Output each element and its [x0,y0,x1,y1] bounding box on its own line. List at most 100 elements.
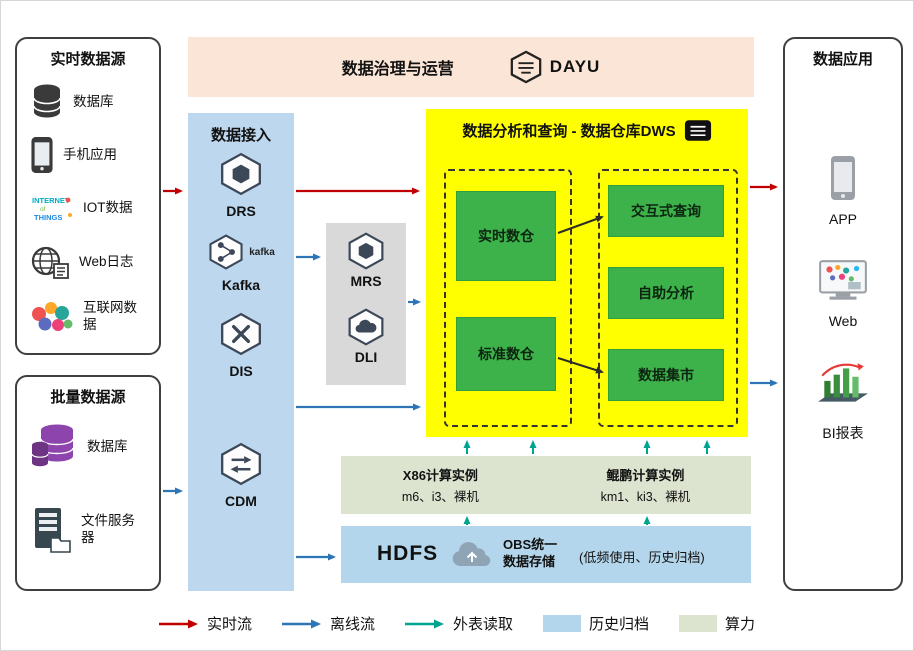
dis-icon [221,312,261,356]
governance-banner: 数据治理与运营 DAYU [188,37,754,97]
ingestion-column: 数据接入 DRS kafka Kafka DIS CDM [188,113,294,591]
ingestion-title: 数据接入 [210,127,271,144]
mobile-icon [31,137,53,173]
interactive-query-label: 交互式查询 [631,203,701,219]
service-label-dli: DLI [354,349,378,365]
red-arrow-icon [158,619,198,628]
legend-label: 离线流 [329,616,375,633]
x86-title: X86计算实例 [402,468,478,483]
applications-title: 数据应用 [812,51,873,68]
dli-icon [348,308,384,346]
dayu-logo: DAYU [509,49,601,85]
applications-panel: 数据应用 APP Web BI报表 [783,37,903,591]
kunpeng-title: 鲲鹏计算实例 [606,468,685,483]
obs-line2: 数据存储 [503,553,556,569]
governance-title: 数据治理与运营 [341,61,454,78]
cdm-icon [221,442,261,486]
dws-title-text: 数据分析和查询 - 数据仓库DWS [462,123,676,140]
web-icon [819,260,867,300]
kafka-icon [209,234,243,270]
iot-icon: INTERNET of THINGS [32,196,72,222]
processing-box: MRS DLI [326,223,406,385]
web-log-icon [31,246,69,279]
compute-swatch [679,615,718,632]
dayu-icon [510,50,542,84]
legend-label: 算力 [725,616,756,633]
svg-text:of: of [40,206,46,213]
source-label: 手机应用 [63,146,117,162]
list-item: 文件服务器 [30,503,155,557]
standard-warehouse-label: 标准数仓 [478,346,534,362]
internet-data-icon [32,302,73,331]
obs-line1: OBS统一 [503,537,558,552]
batch-sources-title: 批量数据源 [50,389,126,406]
source-label: Web日志 [79,253,134,269]
svg-text:INTERNET: INTERNET [32,196,70,205]
dws-box: 数据分析和查询 - 数据仓库DWS 实时数仓 标准数仓 交互式查询 自助分析 数… [426,109,748,437]
source-label: 数据库 [87,438,128,454]
dayu-text: DAYU [549,57,601,76]
legend-compute: 算力 [679,613,755,634]
legend-realtime-flow: 实时流 [158,613,252,634]
legend: 实时流 离线流 外表读取 历史归档 算力 [1,613,913,634]
list-item: 互联网数据 [30,295,155,339]
list-item: 数据库 [30,421,155,473]
obs-note: (低频使用、历史归档) [579,550,705,565]
data-mart-box: 数据集市 [608,349,724,401]
document-icon [684,120,711,141]
analytics-group [598,169,738,427]
obs-cloud-icon [452,542,491,567]
blue-arrow-icon [281,619,321,628]
teal-arrow-icon [404,619,444,628]
legend-archive: 历史归档 [543,613,649,634]
source-label: IOT数据 [83,199,133,215]
legend-label: 外表读取 [452,616,513,633]
service-label-dis: DIS [229,363,253,379]
realtime-warehouse-label: 实时数仓 [478,228,534,244]
realtime-warehouse-box: 实时数仓 [456,191,556,281]
batch-sources-panel: 批量数据源 数据库 文件服务器 [15,375,161,591]
bi-report-icon [818,363,868,402]
archive-swatch [543,615,581,632]
storage-box: HDFS OBS统一 数据存储 (低频使用、历史归档) [341,526,751,583]
x86-compute-group: X86计算实例 m6、i3、裸机 [402,465,479,505]
legend-label: 历史归档 [589,616,650,633]
kunpeng-compute-group: 鲲鹏计算实例 km1、ki3、裸机 [601,465,691,505]
list-item: 数据库 [30,81,155,123]
source-label: 互联网数据 [83,300,137,332]
self-service-analysis-box: 自助分析 [608,267,724,319]
hdfs-label: HDFS [377,542,439,565]
source-label: 数据库 [73,93,114,109]
realtime-sources-panel: 实时数据源 数据库 手机应用 INTERNET of THINGS [15,37,161,355]
compute-instances-box: X86计算实例 m6、i3、裸机 鲲鹏计算实例 km1、ki3、裸机 [341,456,751,514]
svg-text:THINGS: THINGS [34,213,62,222]
dws-title: 数据分析和查询 - 数据仓库DWS [426,119,748,142]
app-icon [831,156,855,200]
warehouse-group [444,169,572,427]
list-item: INTERNET of THINGS IOT数据 [30,189,155,227]
mrs-icon [348,232,384,270]
service-label-mrs: MRS [350,273,382,289]
standard-warehouse-box: 标准数仓 [456,317,556,391]
legend-offline-flow: 离线流 [281,613,375,634]
service-label-drs: DRS [226,203,256,219]
app-label: APP [828,211,857,227]
kafka-badge: kafka [249,246,275,258]
source-label: 文件服务器 [81,513,135,545]
web-label: Web [828,313,858,329]
legend-external-read: 外表读取 [404,613,513,634]
drs-icon [221,152,261,196]
database-icon [33,84,61,118]
database-purple-icon [31,424,74,467]
list-item: Web日志 [30,241,155,283]
legend-label: 实时流 [206,616,252,633]
service-label-kafka: Kafka [221,277,261,293]
kunpeng-detail: km1、ki3、裸机 [600,490,691,504]
self-service-analysis-label: 自助分析 [638,285,694,301]
realtime-sources-title: 实时数据源 [50,51,126,68]
x86-detail: m6、i3、裸机 [401,490,479,504]
interactive-query-box: 交互式查询 [608,185,724,237]
list-item: 手机应用 [30,135,155,175]
data-mart-label: 数据集市 [638,367,694,383]
